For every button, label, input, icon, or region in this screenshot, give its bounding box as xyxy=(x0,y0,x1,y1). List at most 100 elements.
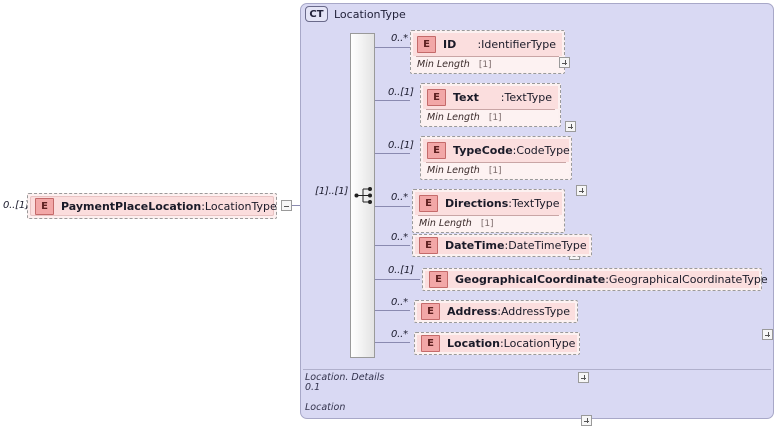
particle-separator-directions: : xyxy=(508,197,512,210)
element-badge-icon: E xyxy=(35,197,54,215)
root-element-name: PaymentPlaceLocation xyxy=(61,199,202,213)
branch-line-4 xyxy=(375,245,410,246)
facet-value: [1] xyxy=(488,112,502,123)
particle-expand-toggle-location[interactable] xyxy=(581,415,592,426)
particle-box-directions[interactable]: E Directions : TextType Min Length [1] xyxy=(412,189,565,233)
branch-line-1 xyxy=(375,100,410,101)
particle-expand-toggle-typecode[interactable] xyxy=(576,185,587,196)
particle-separator-address: : xyxy=(497,305,501,318)
particle-type-text: TextType xyxy=(504,91,552,104)
root-element-separator: : xyxy=(201,199,205,213)
particle-main-datetime: E DateTime : DateTimeType xyxy=(415,237,589,254)
particle-box-datetime[interactable]: E DateTime : DateTimeType xyxy=(412,234,592,257)
footer-dictionary-entry: Location. Details xyxy=(305,372,385,383)
particle-cardinality-1: 0..[1] xyxy=(388,87,414,98)
particle-type-datetime: DateTimeType xyxy=(508,239,587,252)
particle-box-typecode[interactable]: E TypeCode : CodeType Min Length [1] xyxy=(420,136,572,180)
particle-name-datetime: DateTime xyxy=(445,239,505,252)
particle-divider xyxy=(426,109,555,110)
particle-box-id[interactable]: E ID : IdentifierType Min Length [1] xyxy=(410,30,565,74)
particle-name-geographicalcoordinate: GeographicalCoordinate xyxy=(455,273,606,286)
particle-name-directions: Directions xyxy=(445,197,509,210)
element-badge-icon: E xyxy=(421,303,440,320)
particle-main-typecode: E TypeCode : CodeType xyxy=(423,139,570,162)
element-badge-icon: E xyxy=(429,271,448,288)
particle-type-address: AddressType xyxy=(500,305,571,318)
footer-divider xyxy=(303,369,771,370)
particle-cardinality-6: 0..* xyxy=(391,297,408,308)
particle-cardinality-7: 0..* xyxy=(391,329,408,340)
element-badge-icon: E xyxy=(417,36,436,53)
particle-expand-toggle-address[interactable] xyxy=(578,372,589,383)
particle-main-geographicalcoordinate: E GeographicalCoordinate : GeographicalC… xyxy=(425,271,768,288)
particle-main-address: E Address : AddressType xyxy=(417,303,575,320)
particle-name-typecode: TypeCode xyxy=(453,144,513,157)
particle-box-location[interactable]: E Location : LocationType xyxy=(414,332,580,355)
particle-facet-id: Min Length [1] xyxy=(413,57,562,72)
root-element-inner: E PaymentPlaceLocation : LocationType xyxy=(30,196,277,216)
footer-version: 0.1 xyxy=(305,382,321,393)
root-connector-line xyxy=(292,205,300,206)
particle-type-directions: TextType xyxy=(512,197,560,210)
element-badge-icon: E xyxy=(421,335,440,352)
particle-separator-location: : xyxy=(499,337,504,350)
facet-value: [1] xyxy=(478,59,492,70)
particle-type-typecode: CodeType xyxy=(516,144,570,157)
particle-separator-datetime: : xyxy=(504,239,509,252)
particle-facet-text: Min Length [1] xyxy=(423,110,558,125)
particle-name-address: Address xyxy=(447,305,498,318)
element-badge-icon: E xyxy=(427,89,446,106)
complextype-title: LocationType xyxy=(334,7,406,21)
particle-main-text: E Text : TextType xyxy=(423,86,558,109)
particle-name-text: Text xyxy=(453,91,479,104)
particle-main-directions: E Directions : TextType xyxy=(415,192,562,215)
element-badge-icon: E xyxy=(419,195,438,212)
particle-type-id: IdentifierType xyxy=(481,38,556,51)
branch-line-6 xyxy=(375,310,410,311)
root-element-type: LocationType xyxy=(204,199,277,213)
element-badge-icon: E xyxy=(419,237,438,254)
facet-name: Min Length xyxy=(417,59,470,70)
particle-type-location: LocationType xyxy=(503,337,576,350)
particle-divider xyxy=(416,56,559,57)
particle-box-address[interactable]: E Address : AddressType xyxy=(414,300,578,323)
particle-facet-typecode: Min Length [1] xyxy=(423,163,569,178)
particle-facet-directions: Min Length [1] xyxy=(415,216,562,231)
particle-divider xyxy=(418,215,559,216)
particle-name-id: ID xyxy=(443,38,457,51)
particle-main-location: E Location : LocationType xyxy=(417,335,577,352)
branch-line-3 xyxy=(375,206,410,207)
particle-box-geographicalcoordinate[interactable]: E GeographicalCoordinate : GeographicalC… xyxy=(422,268,768,291)
facet-name: Min Length xyxy=(427,112,480,123)
particle-main-id: E ID : IdentifierType xyxy=(413,33,562,56)
element-badge-icon: E xyxy=(427,142,446,159)
sequence-icon xyxy=(354,187,372,204)
root-cardinality: 0..[1] xyxy=(3,200,29,211)
complextype-header: CT LocationType xyxy=(305,6,406,22)
particle-cardinality-5: 0..[1] xyxy=(388,265,414,276)
particle-cardinality-0: 0..* xyxy=(391,33,408,44)
particle-name-location: Location xyxy=(447,337,500,350)
particle-separator-text: : xyxy=(500,91,505,104)
particle-divider xyxy=(426,162,566,163)
particle-separator-geographicalcoordinate: : xyxy=(605,273,609,286)
facet-value: [1] xyxy=(488,165,502,176)
facet-name: Min Length xyxy=(427,165,480,176)
particle-separator-typecode: : xyxy=(512,144,517,157)
root-collapse-toggle[interactable] xyxy=(281,200,292,211)
particle-cardinality-3: 0..* xyxy=(391,192,408,203)
particle-box-text[interactable]: E Text : TextType Min Length [1] xyxy=(420,83,561,127)
particle-type-geographicalcoordinate: GeographicalCoordinateType xyxy=(608,273,768,286)
particle-cardinality-4: 0..* xyxy=(391,232,408,243)
particle-expand-toggle-text[interactable] xyxy=(565,121,576,132)
branch-line-7 xyxy=(375,342,410,343)
footer-object-class: Location xyxy=(305,402,346,413)
facet-name: Min Length xyxy=(419,218,472,229)
particle-expand-toggle-id[interactable] xyxy=(559,57,570,68)
branch-line-2 xyxy=(375,153,410,154)
particle-expand-toggle-geographicalcoordinate[interactable] xyxy=(762,329,773,340)
root-element-box[interactable]: E PaymentPlaceLocation : LocationType xyxy=(27,193,277,219)
compositor-cardinality: [1]..[1] xyxy=(315,186,349,197)
branch-line-5 xyxy=(375,279,420,280)
